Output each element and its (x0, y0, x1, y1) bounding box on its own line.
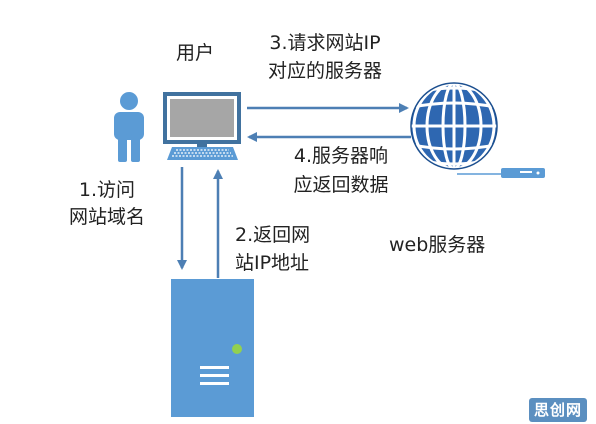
rack-server-icon (457, 168, 545, 178)
keyboard-icon (167, 147, 238, 160)
step1-label-line1: 1.访问 (78, 179, 136, 201)
user-label: 用户 (175, 42, 214, 64)
step3-label-line1: 3.请求网站IP (269, 32, 381, 54)
step2-label-line1: 2.返回网 (235, 224, 311, 246)
dns-server-tower-icon (171, 279, 254, 417)
step1-label-line2: 网站域名 (68, 206, 145, 228)
globe-icon (410, 82, 498, 170)
step4-label-line1: 4.服务器响 (293, 145, 389, 167)
step3-label-line2: 对应的服务器 (267, 60, 382, 82)
watermark-logo: 思创网 (529, 398, 588, 422)
web-server-label: web服务器 (389, 234, 486, 256)
step4-label-line2: 应返回数据 (293, 174, 389, 196)
computer-monitor-icon (163, 92, 241, 148)
step2-label-line2: 站IP地址 (235, 252, 310, 274)
person-icon (114, 92, 144, 162)
